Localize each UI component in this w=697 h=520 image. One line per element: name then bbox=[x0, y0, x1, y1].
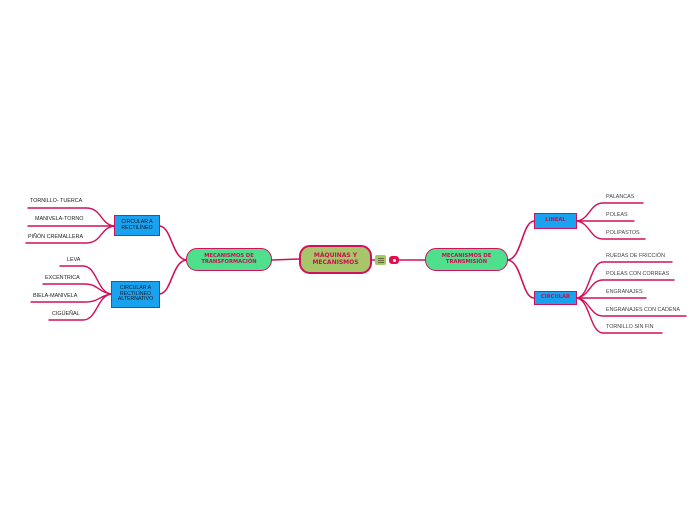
leaf-item[interactable]: EXCÉNTRICA bbox=[45, 275, 80, 281]
connector bbox=[271, 258, 300, 261]
group-label: LINEAL bbox=[545, 217, 566, 224]
leaf-item[interactable]: POLEAS CON CORREAS bbox=[606, 271, 670, 277]
connector bbox=[159, 225, 187, 261]
group-label: CIRCULAR A RECTILÍNEO bbox=[121, 218, 153, 231]
leaf-item[interactable]: POLIPASTOS bbox=[606, 230, 640, 236]
leaf-item[interactable]: BIELA-MANIVELA bbox=[33, 293, 78, 299]
collapse-toggle[interactable] bbox=[375, 255, 386, 265]
branch-label: MECANISMOS DE TRANSFORMACIÓN bbox=[201, 252, 257, 265]
branch-label: MECANISMOS DE TRANSMISIÓN bbox=[441, 252, 492, 265]
leaf-item[interactable]: PALANCAS bbox=[606, 194, 635, 200]
group-circular-rectilineo[interactable]: CIRCULAR A RECTILÍNEO bbox=[114, 215, 160, 236]
connector bbox=[48, 293, 112, 321]
leaf-item[interactable]: ENGRANAJES bbox=[606, 289, 643, 295]
leaf-item[interactable]: CIGÜEÑAL bbox=[52, 311, 80, 317]
leaf-item[interactable]: TORNILLO SIN FIN bbox=[606, 324, 654, 330]
connector bbox=[507, 220, 535, 261]
list-icon bbox=[377, 259, 384, 261]
connector bbox=[576, 220, 646, 240]
leaf-item[interactable]: POLEAS bbox=[606, 212, 628, 218]
root-label: MÁQUINAS Y MECANISMOS bbox=[312, 251, 359, 266]
expand-toggle[interactable] bbox=[389, 256, 399, 264]
dot-icon bbox=[392, 258, 396, 262]
group-lineal[interactable]: LINEAL bbox=[534, 213, 577, 229]
leaf-item[interactable]: TORNILLO- TUERCA bbox=[30, 198, 83, 204]
group-label: CIRCULAR bbox=[540, 294, 571, 301]
leaf-item[interactable]: MANIVELA-TORNO bbox=[35, 216, 84, 222]
leaf-item[interactable]: PIÑÓN CREMALLERA bbox=[28, 234, 84, 240]
branch-transmision[interactable]: MECANISMOS DE TRANSMISIÓN bbox=[425, 248, 508, 271]
leaf-item[interactable]: RUEDAS DE FRICCIÓN bbox=[606, 253, 666, 259]
connector bbox=[507, 259, 535, 299]
connector bbox=[159, 259, 187, 295]
branch-transformacion[interactable]: MECANISMOS DE TRANSFORMACIÓN bbox=[186, 248, 272, 271]
connector bbox=[25, 225, 115, 244]
connector bbox=[42, 283, 112, 295]
connector bbox=[576, 297, 663, 334]
group-circular[interactable]: CIRCULAR bbox=[534, 291, 577, 305]
group-label: CIRCULAR A RECTILÍNEO ALTERNATIVO bbox=[117, 284, 154, 303]
leaf-item[interactable]: LEVA bbox=[67, 257, 81, 263]
root-node[interactable]: MÁQUINAS Y MECANISMOS bbox=[299, 245, 372, 274]
leaf-item[interactable]: ENGRANAJES CON CADENA bbox=[606, 307, 680, 313]
connector bbox=[576, 279, 675, 299]
connector bbox=[27, 207, 115, 227]
group-circular-rectilineo-alternativo[interactable]: CIRCULAR A RECTILÍNEO ALTERNATIVO bbox=[111, 281, 160, 308]
connector bbox=[576, 202, 644, 222]
